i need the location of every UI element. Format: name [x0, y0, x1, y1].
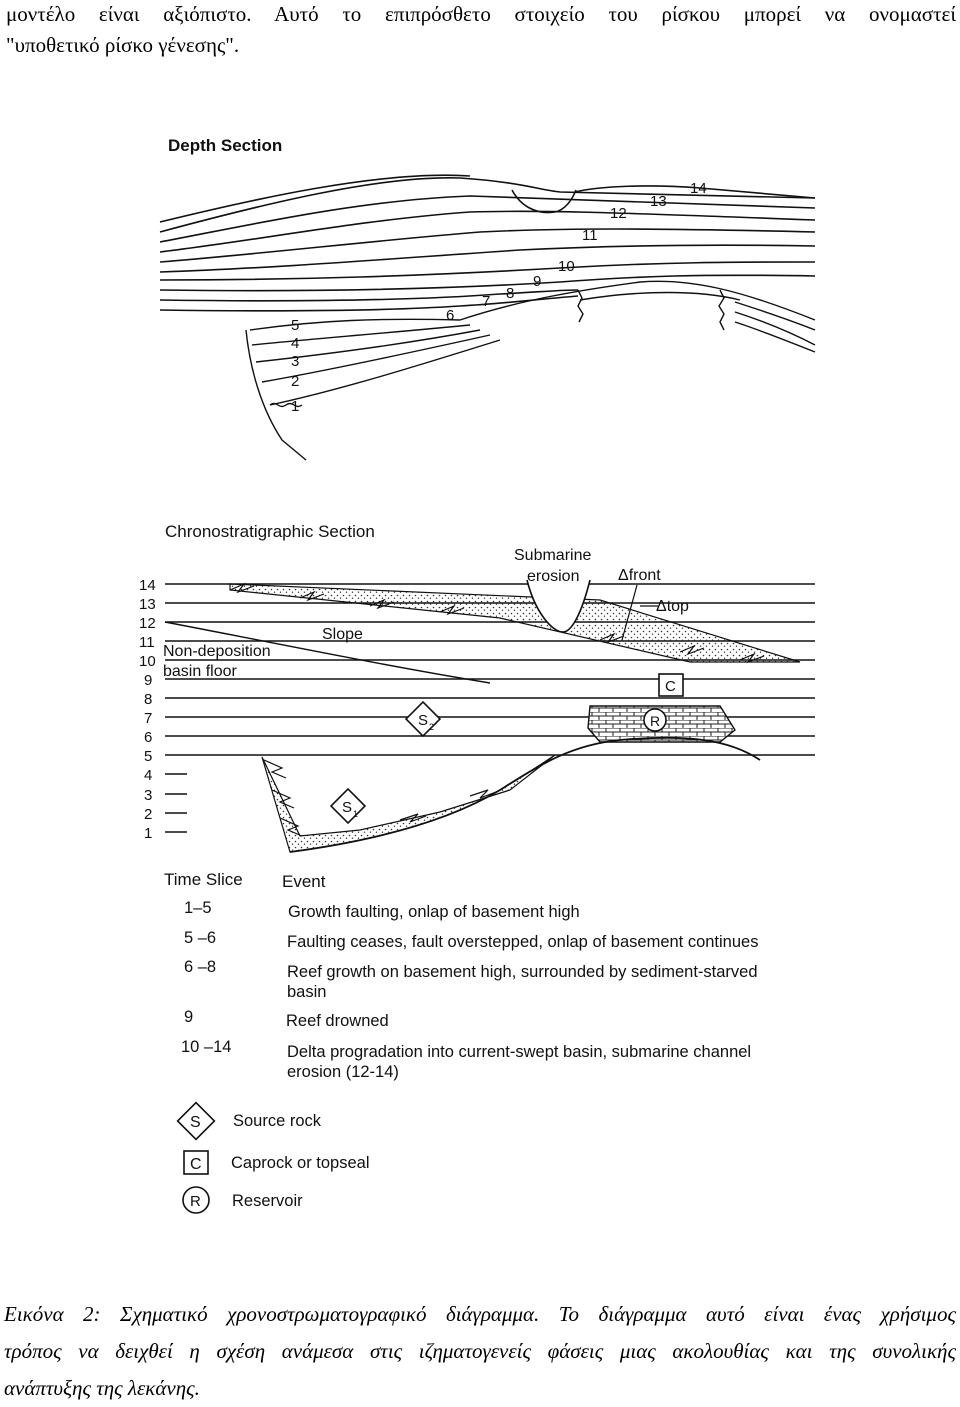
- figure-caption-line-2: τρόπος να δειχθεί η σχέση ανάμεσα στις ι…: [4, 1339, 956, 1363]
- non-deposition-label: Non-deposition: [163, 643, 271, 660]
- svg-text:11: 11: [582, 227, 598, 244]
- erosion-label: erosion: [527, 568, 579, 585]
- legend-source-rock-label: Source rock: [233, 1112, 322, 1130]
- event-header: Event: [282, 872, 326, 891]
- legend-caprock-label: Caprock or topseal: [231, 1154, 370, 1172]
- svg-text:2: 2: [429, 722, 434, 732]
- legend-reservoir-symbol: [182, 1186, 210, 1214]
- time-slice-header: Time Slice: [164, 870, 243, 889]
- svg-text:5: 5: [144, 748, 152, 765]
- time-slice-cell: 6 –8: [184, 958, 217, 976]
- svg-text:13: 13: [139, 596, 156, 613]
- svg-text:S: S: [418, 712, 428, 729]
- svg-text:7: 7: [482, 293, 490, 310]
- depth-horizons: [159, 174, 816, 312]
- time-slice-cell: 10 –14: [181, 1038, 232, 1056]
- svg-text:2: 2: [144, 806, 152, 823]
- svg-text:5: 5: [291, 317, 299, 334]
- svg-text:1: 1: [353, 809, 358, 819]
- caprock-symbol: C: [658, 673, 684, 697]
- svg-text:C: C: [665, 678, 676, 695]
- legend-reservoir-label: Reservoir: [232, 1192, 303, 1210]
- svg-text:3: 3: [144, 787, 152, 804]
- event-cell: Growth faulting, onlap of basement high: [288, 903, 580, 921]
- svg-text:7: 7: [144, 710, 152, 727]
- basin-floor-label: basin floor: [163, 663, 237, 680]
- depth-section: Depth Section: [159, 136, 816, 461]
- svg-text:6: 6: [446, 307, 454, 324]
- svg-text:14: 14: [139, 577, 156, 594]
- svg-text:9: 9: [533, 273, 541, 290]
- svg-text:10: 10: [558, 258, 575, 275]
- svg-text:1: 1: [291, 398, 299, 415]
- source-rock-s2-symbol: S 2: [404, 700, 442, 738]
- svg-text:8: 8: [144, 691, 152, 708]
- legend-symbols: S C R: [176, 1101, 216, 1214]
- figure-caption-line-3: ανάπτυξης της λεκάνης.: [4, 1376, 200, 1400]
- stratigraphy-figure: Depth Section: [139, 136, 816, 1214]
- chronostratigraphic-section: Chronostratigraphic Section: [139, 522, 815, 853]
- svg-text:4: 4: [291, 335, 299, 352]
- svg-text:R: R: [190, 1193, 201, 1210]
- legend-caprock-symbol: [183, 1150, 209, 1175]
- event-cell: Delta progradation into current-swept ba…: [287, 1043, 752, 1081]
- svg-text:11: 11: [139, 634, 155, 651]
- depth-horizon-labels: 1 2 3 4 5 6 7 8 9 10 11 12 13 14: [291, 180, 707, 415]
- svg-text:8: 8: [506, 285, 514, 302]
- slope-label: Slope: [322, 626, 363, 643]
- figure-caption-line-1: Εικόνα 2: Σχηματικό χρονοστρωματογραφικό…: [4, 1302, 956, 1326]
- svg-text:S: S: [190, 1114, 201, 1131]
- svg-text:10: 10: [139, 653, 156, 670]
- depth-section-title: Depth Section: [168, 136, 282, 155]
- svg-text:R: R: [650, 713, 660, 729]
- delta-wedge: [229, 583, 801, 663]
- event-cell: Reef growth on basement high, surrounded…: [287, 963, 758, 1001]
- submarine-channel: [526, 579, 591, 633]
- time-slice-cell: 1–5: [184, 899, 212, 917]
- svg-text:3: 3: [291, 353, 299, 370]
- submarine-label: Submarine: [514, 547, 591, 564]
- svg-text:14: 14: [690, 180, 707, 197]
- delta-front-label: Δfront: [618, 567, 661, 584]
- svg-text:C: C: [190, 1156, 202, 1173]
- svg-text:13: 13: [650, 193, 667, 210]
- event-cell: Faulting ceases, fault overstepped, onla…: [287, 933, 759, 951]
- basin-fill: [261, 754, 556, 853]
- svg-text:12: 12: [139, 615, 156, 632]
- chrono-section-title: Chronostratigraphic Section: [165, 522, 375, 541]
- svg-text:12: 12: [610, 205, 627, 222]
- svg-text:S: S: [342, 799, 352, 816]
- time-slice-cell: 5 –6: [184, 929, 217, 947]
- svg-text:6: 6: [144, 729, 152, 746]
- legend-source-rock-symbol: [176, 1101, 216, 1141]
- reservoir-symbol: R: [643, 708, 667, 732]
- svg-text:1: 1: [144, 825, 152, 842]
- time-slice-cell: 9: [184, 1008, 194, 1026]
- intro-paragraph-line-1: μοντέλο είναι αξιόπιστο. Αυτό το επιπρόσ…: [6, 2, 956, 26]
- svg-text:2: 2: [291, 373, 299, 390]
- svg-text:4: 4: [144, 767, 152, 784]
- source-rock-s1-symbol: S 1: [329, 787, 367, 825]
- delta-top-label: Δtop: [656, 598, 689, 615]
- intro-paragraph-line-2: "υποθετικό ρίσκο γένεσης".: [6, 33, 240, 57]
- svg-text:9: 9: [144, 672, 152, 689]
- event-cell: Reef drowned: [286, 1012, 389, 1030]
- time-axis-labels: 14 13 12 11 10 9 8 7 6 5 4 3 2 1: [139, 577, 156, 842]
